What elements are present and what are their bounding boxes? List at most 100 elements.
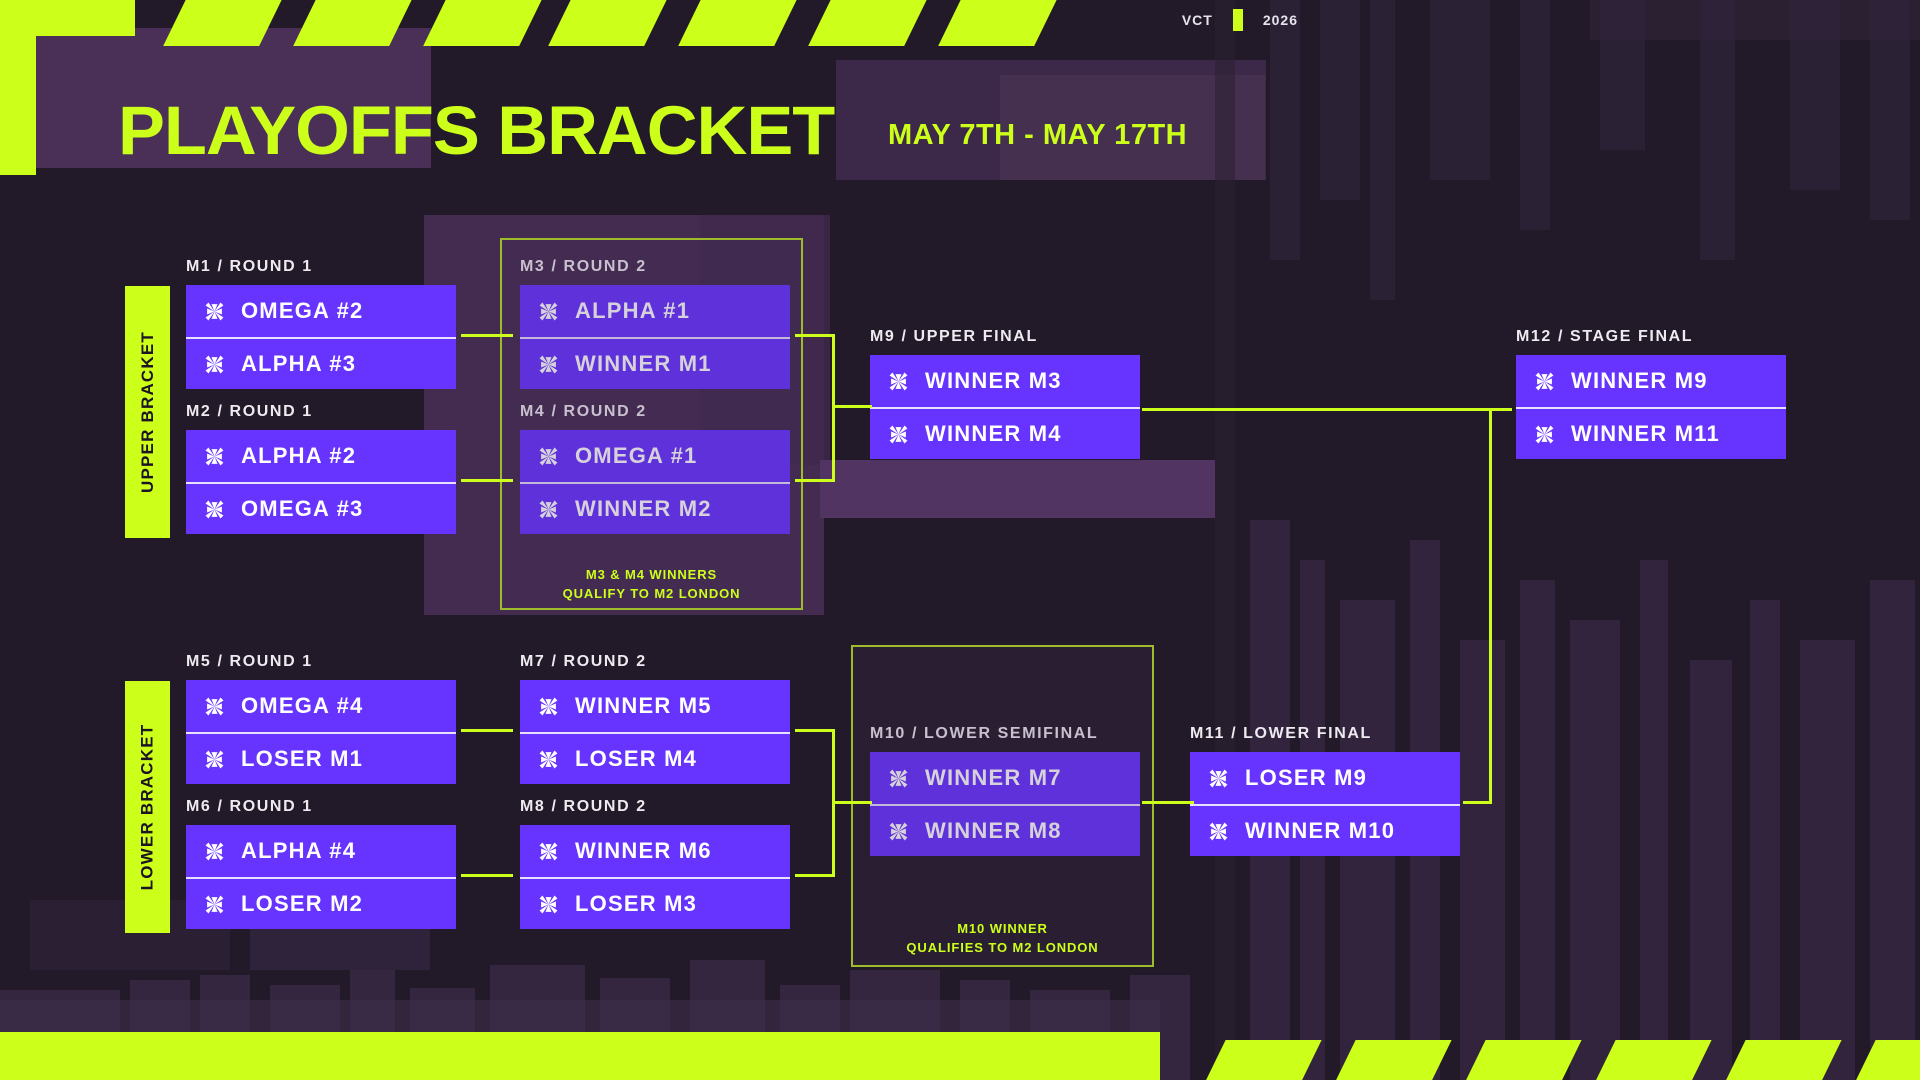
- team-slot[interactable]: LOSER M4: [520, 732, 790, 784]
- bg-block: [1690, 660, 1732, 1080]
- team-name: WINNER M9: [1571, 368, 1708, 393]
- match-teams-m3: ALPHA #1 WINNER M1: [520, 285, 790, 389]
- team-slot[interactable]: WINNER M3: [870, 355, 1140, 407]
- team-name: ALPHA #4: [241, 838, 357, 863]
- team-slot[interactable]: ALPHA #2: [186, 430, 456, 482]
- team-slot[interactable]: LOSER M2: [186, 877, 456, 929]
- connector-to-m9: [832, 405, 872, 408]
- team-slot[interactable]: WINNER M8: [870, 804, 1140, 856]
- brand-year: 2026: [1262, 12, 1298, 28]
- connector-m6-m8: [461, 874, 513, 877]
- brand-name: VCT: [1181, 12, 1213, 28]
- team-name: ALPHA #1: [575, 298, 691, 323]
- match-label-m4: M4 / ROUND 2: [520, 403, 647, 420]
- match-card-m11[interactable]: M11 / LOWER FINAL LOSER M9 WINNER M10: [1190, 725, 1460, 856]
- connector-m10-m11: [1142, 801, 1194, 804]
- team-slot[interactable]: WINNER M7: [870, 752, 1140, 804]
- upper-qualify-box-caption-line1: M3 & M4 WINNERS: [585, 567, 718, 582]
- match-card-m1[interactable]: M1 / ROUND 1 OMEGA #2 ALPHA #3: [186, 258, 456, 389]
- match-teams-m6: ALPHA #4 LOSER M2: [186, 825, 456, 929]
- team-slot[interactable]: WINNER M10: [1190, 804, 1460, 856]
- match-card-m9[interactable]: M9 / UPPER FINAL WINNER M3 WINNER M4: [870, 328, 1140, 459]
- match-label-m2: M2 / ROUND 1: [186, 403, 313, 420]
- match-label-m1: M1 / ROUND 1: [186, 258, 313, 275]
- team-slot[interactable]: WINNER M4: [870, 407, 1140, 459]
- hazard-stripe: [1317, 1040, 1459, 1080]
- team-slot[interactable]: WINNER M11: [1516, 407, 1786, 459]
- team-slot[interactable]: OMEGA #4: [186, 680, 456, 732]
- upper-qualify-box-caption-line2: QUALIFY TO M2 LONDON: [562, 585, 741, 601]
- lower-qualify-box-caption-line2: QUALIFIES TO M2 LONDON: [906, 939, 1099, 955]
- team-name: WINNER M11: [1571, 421, 1720, 446]
- match-teams-m5: OMEGA #4 LOSER M1: [186, 680, 456, 784]
- match-label-m10: M10 / LOWER SEMIFINAL: [870, 725, 1099, 742]
- team-slot[interactable]: LOSER M9: [1190, 752, 1460, 804]
- pinwheel-icon: [205, 355, 224, 373]
- pinwheel-icon: [205, 500, 224, 518]
- team-slot[interactable]: ALPHA #3: [186, 337, 456, 389]
- match-card-m4[interactable]: M4 / ROUND 2 OMEGA #1 WINNER M2: [520, 403, 790, 534]
- team-name: OMEGA #2: [241, 298, 364, 323]
- match-card-m2[interactable]: M2 / ROUND 1 ALPHA #2 OMEGA #3: [186, 403, 456, 534]
- team-name: WINNER M8: [925, 818, 1062, 843]
- connector-m11-to-m12: [1463, 801, 1492, 804]
- team-slot[interactable]: WINNER M9: [1516, 355, 1786, 407]
- team-name: LOSER M1: [241, 746, 364, 771]
- match-card-m12[interactable]: M12 / STAGE FINAL WINNER M9 WINNER M11: [1516, 328, 1786, 459]
- bg-block: [1600, 0, 1645, 150]
- team-slot[interactable]: WINNER M6: [520, 825, 790, 877]
- match-label-m8: M8 / ROUND 2: [520, 798, 647, 815]
- match-card-m7[interactable]: M7 / ROUND 2 WINNER M5 LOSER M4: [520, 653, 790, 784]
- upper-bracket-tab-label: UPPER BRACKET: [137, 330, 157, 494]
- match-card-m8[interactable]: M8 / ROUND 2 WINNER M6 LOSER M3: [520, 798, 790, 929]
- connector-m12-drop: [1489, 408, 1492, 803]
- team-slot[interactable]: WINNER M2: [520, 482, 790, 534]
- pinwheel-icon: [539, 302, 558, 320]
- match-label-m12: M12 / STAGE FINAL: [1516, 328, 1694, 345]
- match-teams-m1: OMEGA #2 ALPHA #3: [186, 285, 456, 389]
- team-name: LOSER M3: [575, 891, 698, 916]
- team-slot[interactable]: ALPHA #4: [186, 825, 456, 877]
- pinwheel-icon: [205, 842, 224, 860]
- bg-block: [1870, 0, 1910, 220]
- match-card-m10[interactable]: M10 / LOWER SEMIFINAL WINNER M7 WINNER M…: [870, 725, 1140, 856]
- bg-block: [1370, 0, 1395, 300]
- brand-badge: VCT 2026: [1182, 0, 1920, 40]
- pinwheel-icon: [539, 447, 558, 465]
- match-card-m5[interactable]: M5 / ROUND 1 OMEGA #4 LOSER M1: [186, 653, 456, 784]
- team-slot[interactable]: LOSER M3: [520, 877, 790, 929]
- team-name: WINNER M1: [575, 351, 712, 376]
- match-teams-m10: WINNER M7 WINNER M8: [870, 752, 1140, 856]
- team-slot[interactable]: OMEGA #2: [186, 285, 456, 337]
- bg-block: [1520, 0, 1550, 230]
- team-slot[interactable]: WINNER M1: [520, 337, 790, 389]
- pinwheel-icon: [1209, 769, 1228, 787]
- team-name: WINNER M6: [575, 838, 712, 863]
- team-name: LOSER M9: [1245, 765, 1368, 790]
- connector-m4-out: [795, 479, 835, 482]
- team-slot[interactable]: LOSER M1: [186, 732, 456, 784]
- team-slot[interactable]: WINNER M5: [520, 680, 790, 732]
- connector-m8-out: [795, 874, 835, 877]
- match-card-m3[interactable]: M3 / ROUND 2 ALPHA #1 WINNER M1: [520, 258, 790, 389]
- pinwheel-icon: [889, 822, 908, 840]
- team-slot[interactable]: OMEGA #3: [186, 482, 456, 534]
- team-slot[interactable]: ALPHA #1: [520, 285, 790, 337]
- hazard-stripe: [147, 0, 289, 46]
- hazard-stripe: [407, 0, 549, 46]
- hazard-stripe: [277, 0, 419, 46]
- lower-qualify-box: [851, 645, 1154, 967]
- match-card-m6[interactable]: M6 / ROUND 1 ALPHA #4 LOSER M2: [186, 798, 456, 929]
- page-header: PLAYOFFS BRACKET MAY 7TH - MAY 17TH VCT …: [0, 0, 1920, 200]
- bg-block: [36, 28, 431, 168]
- pinwheel-icon: [1535, 425, 1554, 443]
- team-slot[interactable]: OMEGA #1: [520, 430, 790, 482]
- hazard-stripe: [532, 0, 674, 46]
- pinwheel-icon: [539, 895, 558, 913]
- connector-m1-m3: [461, 334, 513, 337]
- team-name: OMEGA #1: [575, 443, 698, 468]
- bg-block: [1320, 0, 1360, 200]
- match-label-m3: M3 / ROUND 2: [520, 258, 647, 275]
- hazard-stripe: [1447, 1040, 1589, 1080]
- pinwheel-icon: [889, 425, 908, 443]
